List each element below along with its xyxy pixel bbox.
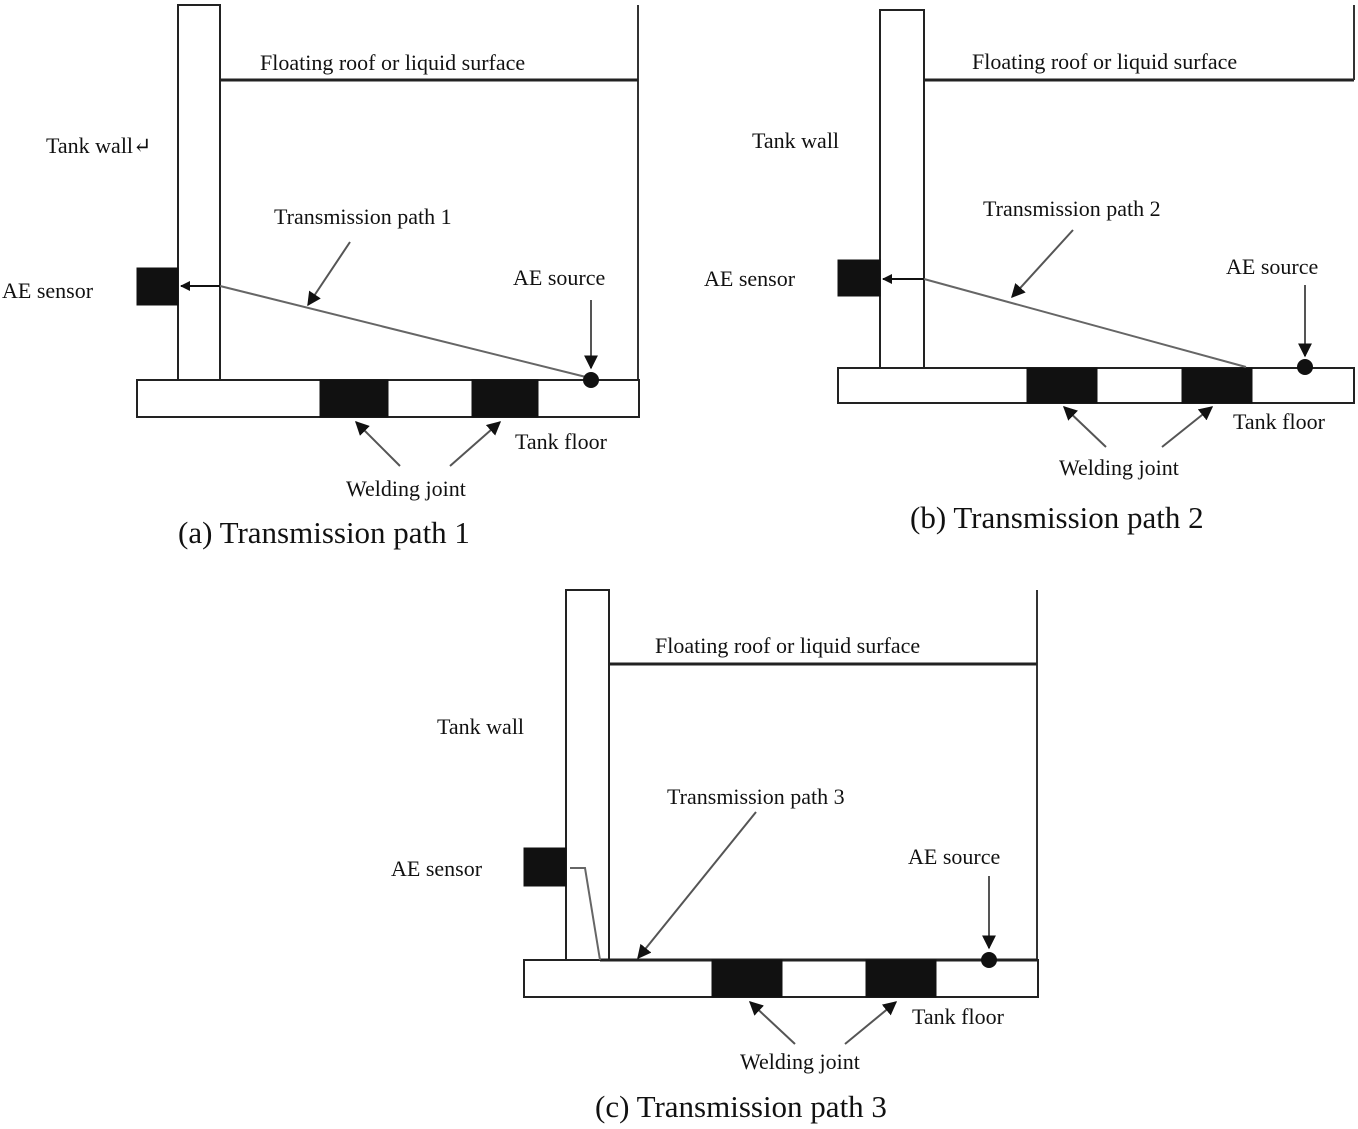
ae-source-label: AE source [908,844,1000,869]
ae-sensor-block [136,267,179,306]
ae-sensor-label: AE sensor [391,856,483,881]
joint-pointer [449,421,502,467]
ae-sensor-block [837,259,881,297]
ae-sensor-block [523,847,567,887]
path-pointer [307,241,351,307]
panel-caption: (b) Transmission path 2 [910,500,1204,535]
tank-wall-label: Tank wall [437,714,524,739]
panel-caption: (c) Transmission path 3 [595,1089,887,1124]
transmission-path-line [219,285,591,379]
floating-roof-label: Floating roof or liquid surface [260,50,525,75]
transmission-path-label: Transmission path 1 [274,204,452,229]
tank-wall [177,4,221,381]
tank-wall [565,589,610,961]
ae-source-dot [583,372,599,388]
tank-floor-label: Tank floor [1233,409,1326,434]
welding-joint-block [1026,367,1098,404]
ae-source-label: AE source [1226,254,1318,279]
welding-joint-label: Welding joint [740,1049,860,1074]
welding-joint-block [471,379,539,418]
tank-floor-label: Tank floor [912,1004,1005,1029]
welding-joint-block [1181,367,1253,404]
welding-joint-block [711,959,783,998]
transmission-path-label: Transmission path 3 [667,784,845,809]
transmission-path-label: Transmission path 2 [983,196,1161,221]
ae-source-dot [1297,359,1313,375]
joint-pointer [1161,406,1214,448]
welding-joint-block [865,959,937,998]
transmission-path-line [923,278,1247,368]
path-pointer [1011,229,1074,299]
welding-joint-label: Welding joint [346,476,466,501]
floating-roof-label: Floating roof or liquid surface [655,633,920,658]
ae-source-label: AE source [513,265,605,290]
ae-sensor-label: AE sensor [2,278,94,303]
transmission-path-line [570,867,601,961]
tank-floor-label: Tank floor [515,429,608,454]
panel-caption: (a) Transmission path 1 [178,515,470,550]
floating-roof-label: Floating roof or liquid surface [972,49,1237,74]
welding-joint-label: Welding joint [1059,455,1179,480]
path-pointer [637,811,757,960]
panel-b: Floating roof or liquid surface Tank wal… [704,5,1355,535]
welding-joint-block [319,379,389,418]
joint-pointer [844,1001,898,1045]
joint-pointer [355,421,401,467]
ae-source-dot [981,952,997,968]
panel-c: Floating roof or liquid surface Tank wal… [391,589,1039,1124]
tank-wall-label: Tank wall [752,128,839,153]
ae-sensor-label: AE sensor [704,266,796,291]
tank-wall-label: Tank wall↵ [46,133,151,158]
panel-a: Floating roof or liquid surface Tank wal… [2,4,640,550]
joint-pointer [1062,406,1107,448]
joint-pointer [748,1001,796,1045]
tank-wall [879,9,925,369]
